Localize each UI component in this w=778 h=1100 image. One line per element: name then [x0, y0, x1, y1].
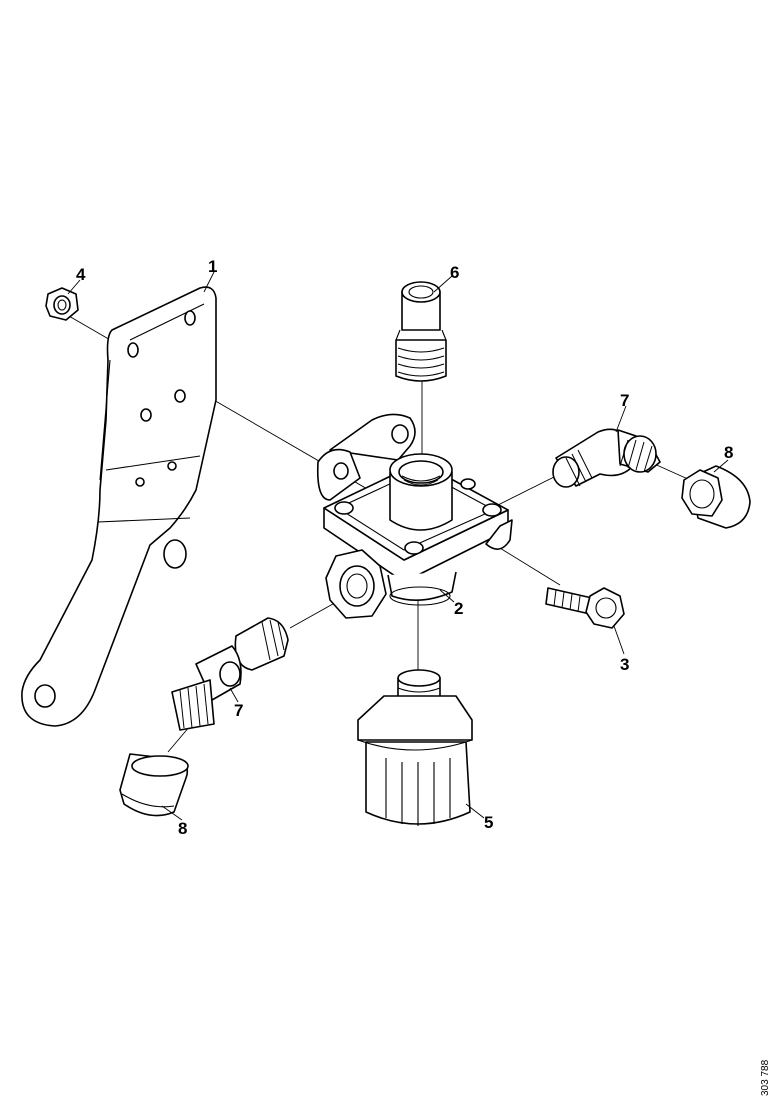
quick-release-valve [316, 413, 513, 619]
leader-1 [203, 271, 215, 293]
callout-6: 6 [450, 263, 459, 282]
leader-3 [613, 625, 625, 655]
leader-7-right [615, 405, 627, 433]
callout-5: 5 [484, 813, 493, 832]
leader-2 [439, 589, 455, 603]
callout-8-right: 8 [724, 443, 733, 462]
compression-nut-8-right [681, 465, 751, 529]
mounting-bracket [21, 286, 217, 727]
callout-2: 2 [454, 599, 463, 618]
elbow-fitting-7-right [552, 428, 661, 488]
leader-8-left [161, 805, 183, 821]
silencer-5 [357, 669, 473, 826]
elbow-fitting-7-left [171, 617, 289, 731]
axis-line-left-nut [167, 725, 191, 753]
hex-bolt-3 [545, 587, 625, 629]
callout-7-right: 7 [620, 391, 629, 410]
drawing-number: 303 788 [760, 1059, 771, 1096]
callout-3: 3 [620, 655, 629, 674]
callout-leaders [67, 271, 729, 821]
leader-5 [465, 803, 485, 819]
callout-8-left: 8 [178, 819, 187, 838]
callout-1: 1 [208, 257, 217, 276]
compression-nut-8-left [119, 753, 189, 817]
hose-fitting-6 [395, 281, 447, 382]
leader-8-right [713, 459, 729, 473]
leader-6 [433, 275, 453, 293]
leader-7-left [229, 687, 239, 703]
callout-7-left: 7 [234, 701, 243, 720]
callout-4: 4 [76, 265, 86, 284]
leader-4 [67, 279, 81, 295]
hex-nut-4 [45, 287, 79, 321]
callout-labels: 1 4 6 7 8 2 3 7 8 5 [76, 257, 733, 838]
axis-line-right-port [497, 473, 561, 506]
axis-line-left-port [289, 599, 341, 629]
